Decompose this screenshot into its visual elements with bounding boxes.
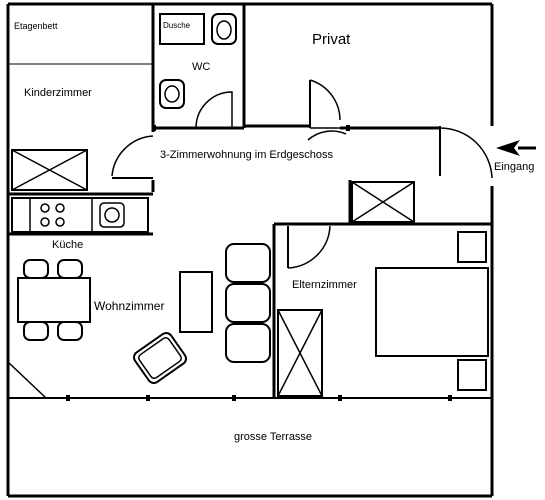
label-kinderzimmer: Kinderzimmer [24,87,92,99]
label-eingang: Eingang [494,161,535,173]
sink [159,79,185,109]
coffee-table [179,271,213,333]
kinderzimmer-cabinet [11,149,88,191]
kitchen-counter [11,197,149,233]
label-privat: Privat [312,31,351,48]
label-dusche: Dusche [163,21,191,30]
wc-door [195,91,233,129]
label-kueche: Küche [52,239,84,251]
label-wc: WC [192,61,211,73]
corner-door [7,361,47,399]
corridor-door [307,130,347,141]
wardrobe [277,309,323,397]
label-flur: 3-Zimmerwohnung im Erdgeschoss [160,149,334,161]
dining-table [17,259,91,341]
walls [6,2,494,498]
double-bed [375,231,489,391]
entrance-door [439,127,493,179]
toilet-bowl [216,20,232,40]
window-marks [66,125,452,401]
elternzimmer-door [287,225,331,269]
privat-door [309,79,341,129]
armchair [133,331,187,385]
shower [159,13,205,45]
corridor-cabinet [351,181,415,223]
label-elternzimmer: Elternzimmer [292,279,357,291]
sofa [225,243,271,363]
label-wohnzimmer: Wohnzimmer [94,299,165,313]
entrance-arrow-icon [496,140,536,156]
toilet [211,13,237,45]
kinderzimmer-door [111,135,154,177]
sink-bowl [164,85,180,103]
label-terrasse: grosse Terrasse [234,431,313,443]
label-etagenbett: Etagenbett [14,21,58,31]
